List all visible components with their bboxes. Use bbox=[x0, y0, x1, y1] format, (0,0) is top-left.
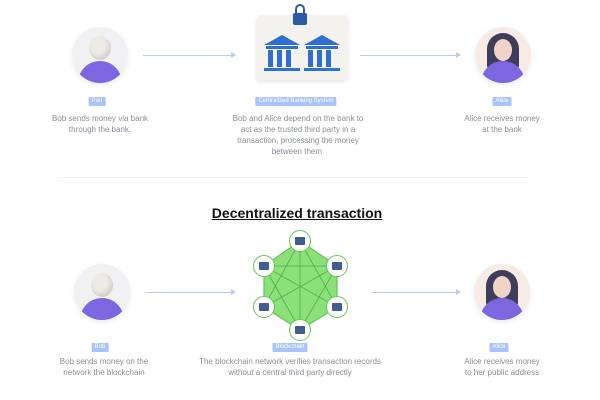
alice-avatar bbox=[474, 264, 530, 320]
alice-badge: Alice bbox=[489, 343, 509, 352]
arrow-right bbox=[143, 52, 236, 58]
bob-badge: Pan bbox=[88, 97, 106, 106]
server-node-icon bbox=[326, 255, 348, 277]
arrow-right bbox=[372, 289, 461, 295]
server-node-icon bbox=[326, 296, 348, 318]
arrow-right bbox=[360, 52, 461, 58]
blockchain-badge: Blockchain bbox=[272, 343, 308, 352]
server-node-icon bbox=[289, 319, 311, 341]
lock-icon bbox=[291, 3, 309, 26]
server-node-icon bbox=[289, 230, 311, 252]
bank-badge: Centralized Banking System bbox=[255, 97, 337, 106]
alice-avatar bbox=[475, 27, 531, 83]
bob-badge: Bob bbox=[91, 343, 109, 352]
alice-badge: Alice bbox=[492, 97, 512, 106]
arrow-right bbox=[145, 289, 236, 295]
bob-avatar bbox=[74, 264, 130, 320]
server-node-icon bbox=[253, 296, 275, 318]
bank-icon bbox=[256, 15, 348, 80]
section-title: Decentralized transaction bbox=[211, 205, 383, 221]
server-node-icon bbox=[253, 255, 275, 277]
divider bbox=[57, 177, 529, 178]
blockchain-description: The blockchain network verifies transact… bbox=[199, 357, 381, 377]
blockchain-network bbox=[240, 226, 360, 346]
bob-avatar bbox=[72, 27, 128, 83]
